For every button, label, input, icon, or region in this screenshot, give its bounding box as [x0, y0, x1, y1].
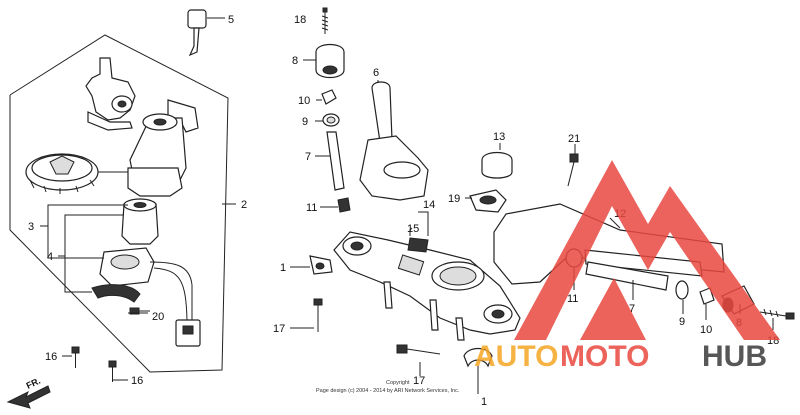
screw-16-b [108, 360, 117, 382]
cap-13 [481, 151, 513, 179]
callout-7-a: 7 [305, 151, 311, 163]
callout-7-b: 7 [629, 303, 635, 315]
handlebar-6 [359, 81, 429, 201]
watermark-triangle-icon [514, 160, 780, 340]
clip-15 [407, 237, 429, 253]
watermark-moto-text: MOTO [560, 340, 649, 373]
washer-10 [321, 89, 337, 105]
callout-5: 5 [228, 14, 234, 26]
front-direction-arrow: FR. [6, 376, 51, 409]
ignition-key [187, 9, 225, 57]
weight-rod-7-right [585, 261, 669, 291]
callout-18-a: 18 [294, 14, 306, 26]
callout-17-a: 17 [273, 323, 285, 335]
switch-contact [99, 247, 201, 347]
copyright-line-2: Page design (c) 2004 - 2014 by ARI Netwo… [316, 388, 460, 394]
rubber-9 [322, 113, 340, 127]
left-leaders [40, 204, 148, 381]
callout-11-a: 11 [306, 202, 317, 214]
callout-16-b: 16 [131, 375, 143, 387]
callout-8-a: 8 [292, 55, 298, 67]
rubber-9-right [675, 280, 689, 300]
bolt-17-left [313, 298, 323, 332]
callout-10-b: 10 [700, 324, 712, 336]
left-assembly-frame [9, 34, 236, 373]
automotohub-watermark: AUTO MOTO HUB [474, 160, 780, 373]
ignition-switch [127, 99, 199, 197]
callout-1-b: 1 [481, 396, 487, 408]
callout-16-a: 16 [45, 351, 57, 363]
top-bridge [333, 231, 521, 341]
callout-6: 6 [373, 67, 379, 79]
bolt-17-bottom [396, 344, 441, 355]
nut-11 [337, 197, 351, 213]
callout-4: 4 [47, 251, 53, 263]
watermark-auto-text: AUTO [474, 340, 558, 373]
callout-9-a: 9 [302, 116, 308, 128]
bridge-leaders [290, 211, 479, 394]
callout-2: 2 [241, 199, 247, 211]
callout-15: 15 [407, 223, 419, 235]
front-direction-label: FR. [25, 376, 42, 391]
callout-14: 14 [423, 199, 435, 211]
callout-1-a: 1 [280, 262, 286, 274]
switch-cover [91, 284, 141, 303]
screw-16-a [71, 346, 80, 368]
clip-1-bottom [463, 347, 493, 368]
weight-rod-7 [326, 131, 345, 191]
callout-10-a: 10 [298, 95, 310, 107]
key-cylinder [121, 198, 159, 245]
bolt-18-right [759, 308, 795, 320]
callout-3: 3 [28, 221, 34, 233]
watermark-hub-text: HUB [702, 340, 767, 373]
bolt-21 [567, 153, 579, 187]
screw-20 [129, 307, 150, 315]
copyright-line-1: Copyright [386, 380, 410, 386]
callout-17-b: 17 [413, 375, 425, 387]
center-leaders [303, 59, 379, 208]
callout-21: 21 [568, 133, 580, 145]
callout-20: 20 [152, 311, 164, 323]
bar-end-8 [315, 43, 345, 79]
switch-bracket [85, 57, 136, 131]
washer-10-right [699, 287, 715, 305]
copyright-notice: Copyright Page design (c) 2004 - 2014 by… [316, 380, 460, 394]
callout-9-b: 9 [679, 316, 685, 328]
clip-1-left [309, 255, 333, 275]
cap-19 [469, 189, 507, 213]
bolt-18-top [321, 7, 329, 34]
callout-13: 13 [493, 131, 505, 143]
fuel-cap [25, 153, 128, 194]
callout-19: 19 [448, 193, 460, 205]
callout-11-b: 11 [567, 293, 578, 305]
